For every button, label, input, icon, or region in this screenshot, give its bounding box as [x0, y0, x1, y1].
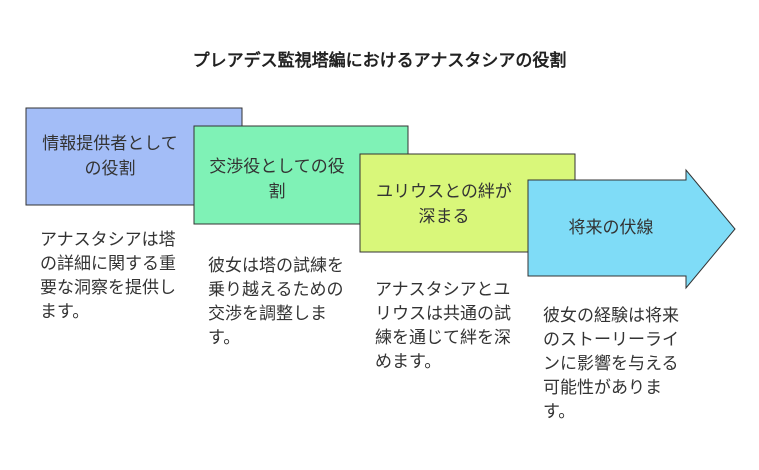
- step-2-description: 彼女は塔の試練を乗り越えるための交渉を調整します。: [208, 256, 344, 348]
- step-1-label: 情報提供者としての役割: [42, 134, 178, 179]
- diagram-title: プレアデス監視塔編におけるアナスタシアの役割: [192, 51, 567, 71]
- step-4-label: 将来の伏線: [568, 218, 654, 238]
- step-1-description: アナスタシアは塔の詳細に関する重要な洞察を提供します。: [40, 230, 176, 322]
- step-3-description: アナスタシアとユリウスは共通の試練を通じて絆を深めます。: [375, 280, 511, 372]
- step-3-label: ユリウスとの絆が深まる: [376, 182, 512, 227]
- step-4-arrow-shape: [527, 168, 736, 290]
- step-2-label: 交渉役としての役割: [209, 157, 345, 202]
- step-4-description: 彼女の経験は将来のストーリーラインに影響を与える可能性があります。: [543, 306, 679, 422]
